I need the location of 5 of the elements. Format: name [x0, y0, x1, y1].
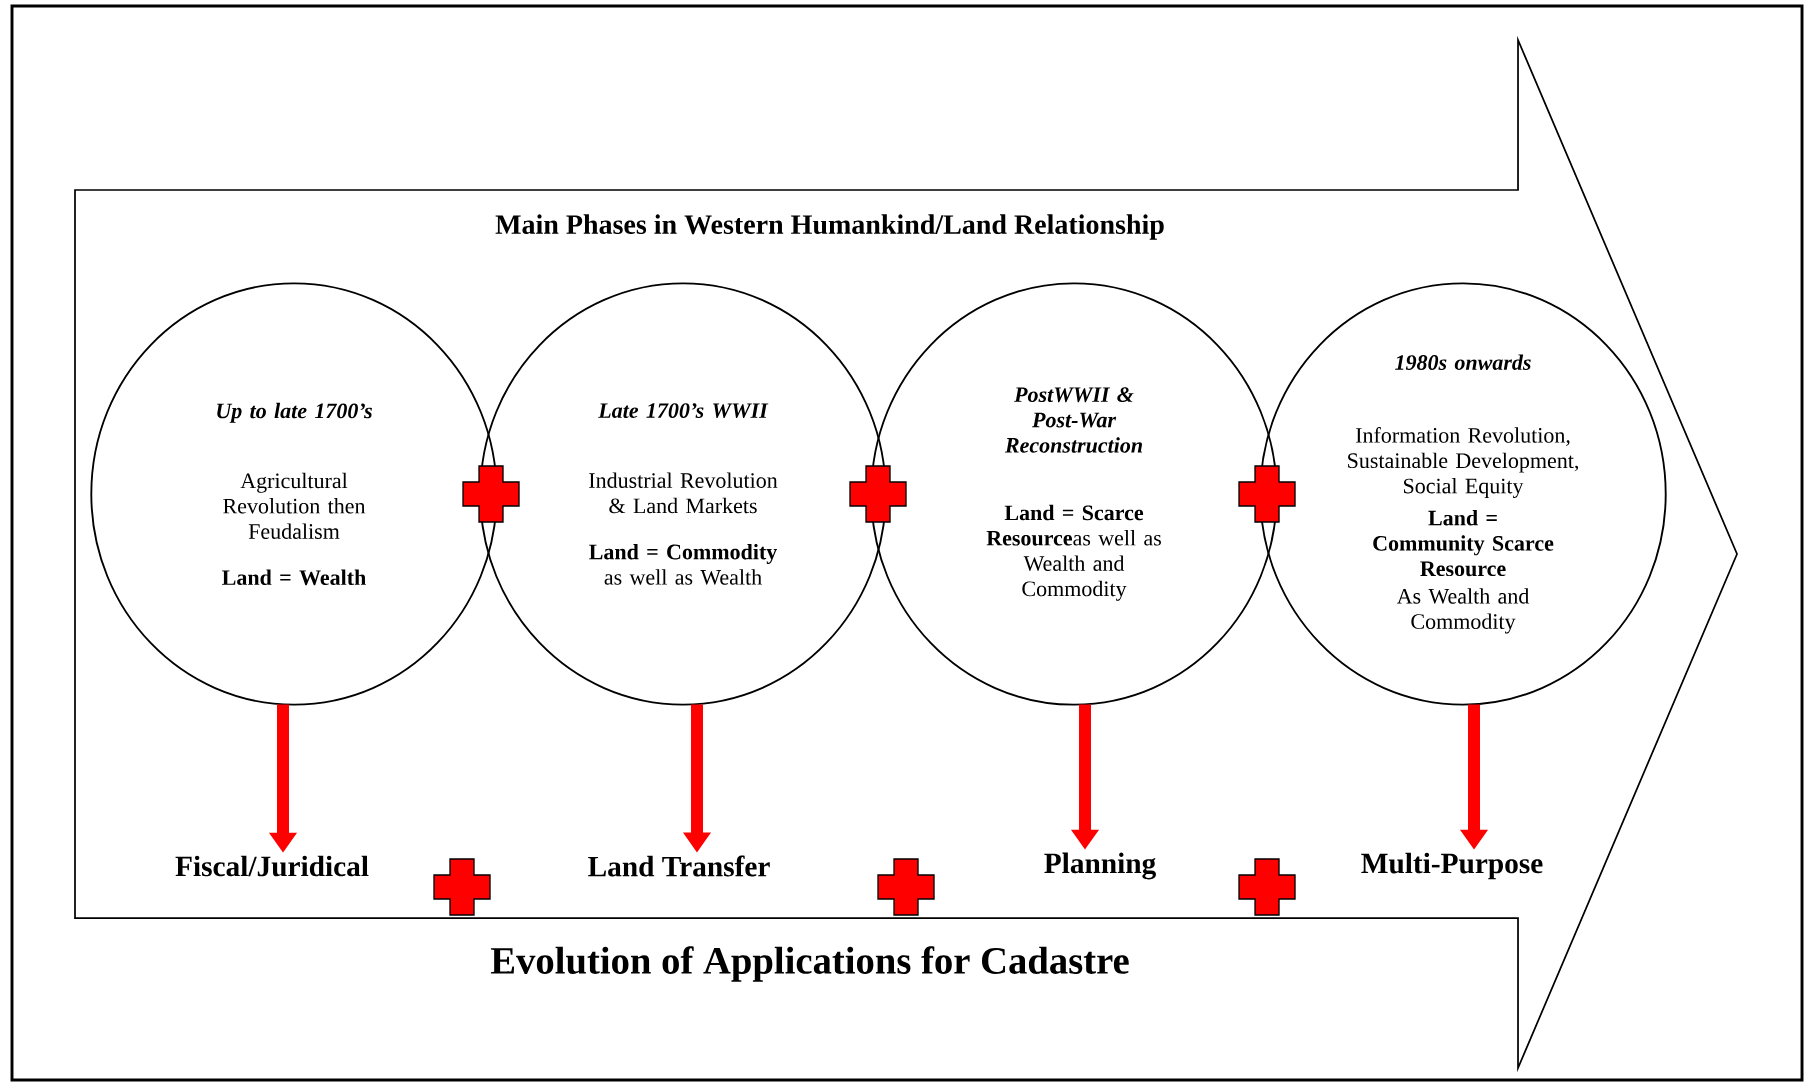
outcome-label: Multi-Purpose — [1361, 852, 1543, 880]
caption: Evolution of Applications for Cadastre — [490, 946, 1129, 982]
outcome-label: Fiscal/Juridical — [175, 855, 369, 877]
outcome-label: Land Transfer — [588, 855, 770, 877]
outcome-label: Planning — [1044, 852, 1156, 880]
